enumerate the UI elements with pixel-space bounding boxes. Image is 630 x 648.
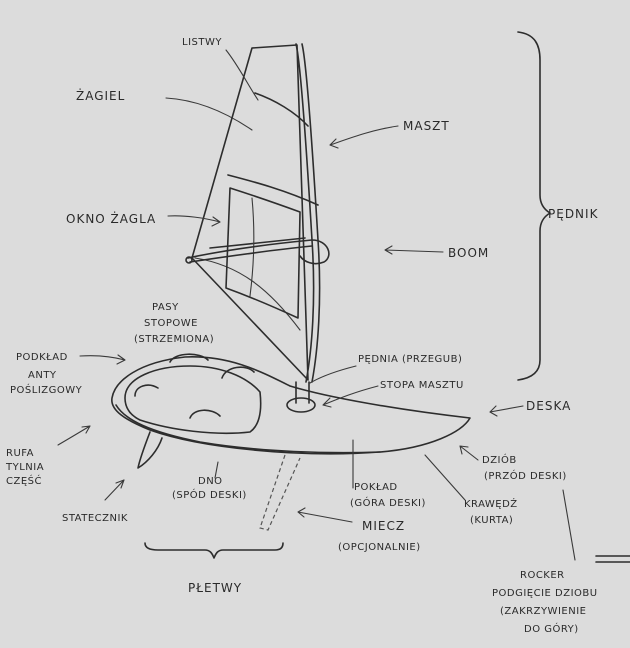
board bbox=[111, 353, 471, 531]
label-pletwy: PŁETWY bbox=[188, 581, 242, 595]
label-dno-1: DNO bbox=[198, 476, 223, 487]
label-poklad-2: (GÓRA DESKI) bbox=[350, 496, 426, 509]
label-rocker-3: (ZAKRZYWIENIE bbox=[500, 606, 586, 617]
label-statecznik: STATECZNIK bbox=[62, 513, 128, 524]
label-boom: BOOM bbox=[448, 246, 489, 260]
label-poklad-1: POKŁAD bbox=[354, 482, 398, 493]
mast-base bbox=[286, 381, 316, 413]
label-okno-zagla: OKNO ŻAGLA bbox=[66, 211, 156, 226]
label-pednia-przegub: PĘDNIA (PRZEGUB) bbox=[358, 354, 462, 365]
label-listwy: LISTWY bbox=[182, 37, 222, 48]
label-dno-2: (SPÓD DESKI) bbox=[172, 488, 247, 501]
label-rufa-3: CZĘŚĆ bbox=[6, 474, 42, 487]
label-rocker-1: ROCKER bbox=[520, 570, 565, 581]
label-rocker-2: PODGIĘCIE DZIOBU bbox=[492, 588, 598, 599]
footstrap-4 bbox=[189, 409, 221, 419]
label-miecz-2: (OPCJONALNIE) bbox=[338, 542, 421, 553]
label-dziob-2: (PRZÓD DESKI) bbox=[484, 469, 567, 482]
fin bbox=[137, 431, 163, 469]
sail-window bbox=[225, 187, 301, 319]
footstrap-3 bbox=[134, 384, 159, 397]
batten-2 bbox=[227, 174, 319, 206]
label-pasy-2: STOPOWE bbox=[144, 318, 198, 329]
centreboard bbox=[259, 454, 301, 531]
label-maszt: MASZT bbox=[403, 119, 450, 133]
deck-pad bbox=[124, 365, 262, 435]
footstrap-1 bbox=[169, 353, 209, 363]
mast bbox=[295, 43, 321, 383]
leader-lines bbox=[57, 49, 576, 561]
label-stopa-masztu: STOPA MASZTU bbox=[380, 380, 464, 391]
boom bbox=[185, 239, 330, 265]
label-podklad-1: PODKŁAD bbox=[16, 352, 68, 363]
label-deska: DESKA bbox=[526, 399, 571, 413]
label-pasy-3: (STRZEMIONA) bbox=[134, 334, 214, 345]
pletwy-brace bbox=[144, 542, 284, 559]
pednik-brace bbox=[517, 31, 551, 381]
label-krawedz-2: (KURTA) bbox=[470, 515, 513, 526]
label-podklad-2: ANTY bbox=[28, 370, 57, 381]
label-pednik: PĘDNIK bbox=[548, 207, 599, 221]
label-rufa-2: TYLNIA bbox=[5, 462, 44, 473]
label-miecz-1: MIECZ bbox=[362, 519, 405, 533]
label-pasy-1: PASY bbox=[152, 302, 179, 313]
label-rufa-1: RUFA bbox=[6, 448, 34, 459]
batten-3 bbox=[209, 237, 306, 249]
label-krawedz-1: KRAWĘDŹ bbox=[464, 497, 518, 510]
label-rocker-4: DO GÓRY) bbox=[524, 622, 579, 635]
sail bbox=[191, 44, 319, 381]
label-podklad-3: POŚLIZGOWY bbox=[10, 383, 83, 396]
label-zagiel: ŻAGIEL bbox=[76, 88, 125, 103]
label-dziob-1: DZIÓB bbox=[482, 453, 517, 466]
footstrap-2 bbox=[221, 366, 255, 379]
